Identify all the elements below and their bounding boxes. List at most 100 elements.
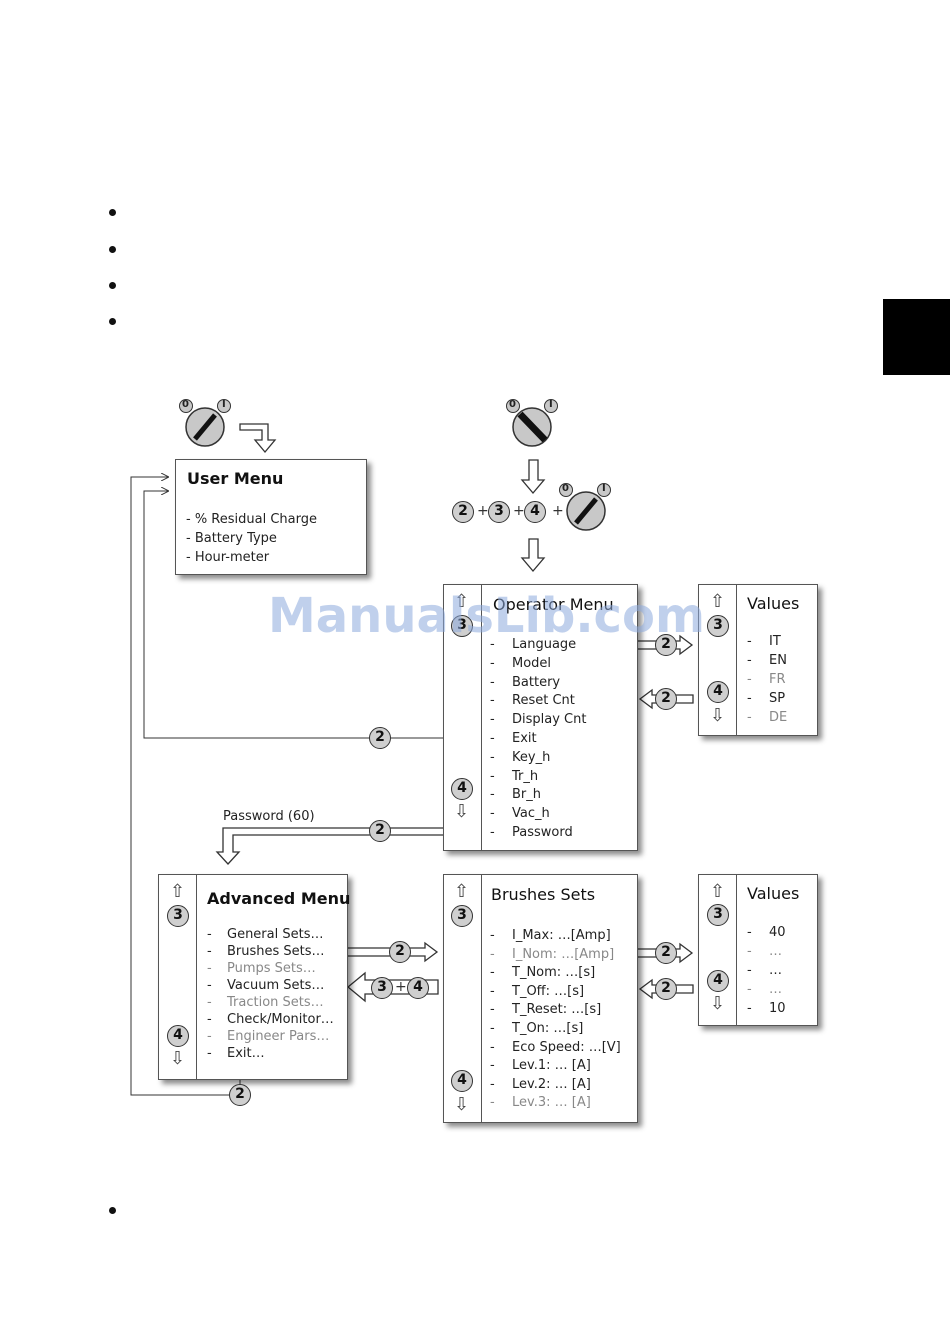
list-item: Exit: [512, 731, 537, 746]
operator-menu-title: Operator Menu: [493, 595, 614, 614]
key-switch-icon-1: [179, 399, 231, 447]
list-item-dash: -: [747, 982, 752, 997]
list-item: T_Reset: …[s]: [512, 1002, 602, 1018]
up-arrow-icon: ⇧: [710, 591, 726, 612]
list-item-dash: -: [490, 712, 495, 728]
list-item-dash: -: [207, 1046, 212, 1061]
up-arrow-icon: ⇧: [710, 881, 726, 902]
values-title: Values: [747, 594, 800, 613]
list-item: Display Cnt: [512, 712, 587, 728]
list-item: Pumps Sets…: [227, 961, 316, 976]
list-item-dash: -: [747, 634, 752, 649]
list-item: Password: [512, 825, 573, 840]
list-item: Vac_h: [512, 806, 550, 822]
list-item-dash: -: [490, 983, 495, 999]
list-item-dash: -: [207, 944, 212, 959]
brushes-sets-title: Brushes Sets: [491, 885, 596, 904]
list-item-dash: -: [490, 749, 495, 765]
bullet-2: [109, 246, 116, 253]
user-menu-box: User Menu - % Residual Charge - Battery …: [175, 459, 367, 575]
up-key-badge: 3: [451, 615, 473, 637]
list-item-dash: -: [207, 978, 212, 993]
key-on-label-1: I: [222, 399, 226, 410]
up-key-badge: 3: [707, 615, 729, 637]
list-item: 40: [769, 925, 786, 940]
list-item-dash: -: [207, 1012, 212, 1027]
advanced-menu-title: Advanced Menu: [207, 889, 351, 908]
list-item: Brushes Sets…: [227, 944, 325, 959]
list-item: EN: [769, 653, 787, 668]
list-item-dash: -: [490, 1039, 495, 1055]
password-key-badge: 2: [369, 820, 391, 842]
list-item-dash: -: [490, 825, 495, 840]
operator-menu-box: ⇧ 3 4 ⇩ Operator Menu -Language-Model-Ba…: [443, 584, 638, 851]
down-arrow-1: [520, 459, 546, 495]
down-arrow-icon: ⇩: [454, 1094, 470, 1115]
list-item-dash: -: [747, 1001, 752, 1016]
brushes-sets-box: ⇧ 3 4 ⇩ Brushes Sets -I_Max: …[Amp]-I_No…: [443, 874, 638, 1123]
values-box-2: ⇧ 3 4 ⇩ Values -40-…-…-…-10: [698, 874, 818, 1026]
user-menu-item: - Battery Type: [186, 531, 277, 546]
list-item: DE: [769, 710, 788, 725]
list-item: General Sets…: [227, 927, 324, 942]
key-on-label-3: I: [602, 483, 606, 494]
list-item: Engineer Pars…: [227, 1029, 330, 1044]
list-item: Lev.1: … [A]: [512, 1058, 591, 1074]
list-item-dash: -: [207, 995, 212, 1010]
list-item: Model: [512, 655, 552, 671]
to-user-menu-arrow: [239, 423, 277, 454]
combo-key-4: 4: [524, 501, 546, 523]
list-item: Vacuum Sets…: [227, 978, 325, 993]
up-arrow-icon: ⇧: [170, 881, 186, 902]
list-item: Traction Sets…: [227, 995, 324, 1010]
list-item-dash: -: [490, 637, 495, 652]
watermark: ManualsLib.com: [268, 588, 705, 644]
list-item: I_Nom: …[Amp]: [512, 946, 615, 962]
list-item: Reset Cnt: [512, 693, 575, 709]
list-item-dash: -: [490, 787, 495, 803]
key-switch-icon-3: [559, 483, 611, 531]
combo-plus-3: +: [552, 503, 564, 519]
list-item-dash: -: [490, 1076, 495, 1092]
list-item: Language: [512, 637, 577, 652]
down-key-badge: 4: [451, 1070, 473, 1092]
list-item-dash: -: [490, 674, 495, 690]
down-arrow-2: [520, 538, 546, 573]
enter-key-badge: 2: [655, 942, 677, 964]
list-item-dash: -: [490, 965, 495, 981]
back-combo-key-4: 4: [407, 977, 429, 999]
back-combo-key-3: 3: [371, 977, 393, 999]
list-item: T_Nom: …[s]: [512, 965, 596, 981]
user-menu-title: User Menu: [187, 469, 284, 488]
list-item-dash: -: [490, 928, 495, 943]
list-item: …: [769, 982, 782, 997]
bullet-3: [109, 282, 116, 289]
list-item: T_On: …[s]: [512, 1021, 584, 1036]
list-item: Key_h: [512, 749, 551, 765]
list-item-dash: -: [490, 946, 495, 962]
list-item-dash: -: [490, 655, 495, 671]
down-key-badge: 4: [707, 681, 729, 703]
list-item-dash: -: [747, 672, 752, 687]
combo-plus-1: +: [477, 503, 489, 519]
down-key-badge: 4: [167, 1025, 189, 1047]
list-item: IT: [769, 634, 781, 649]
up-key-badge: 3: [451, 905, 473, 927]
down-key-badge: 4: [451, 778, 473, 800]
list-item: Lev.2: … [A]: [512, 1076, 591, 1092]
combo-plus: +: [395, 979, 407, 995]
list-item: …: [769, 944, 782, 959]
key-switch-icon-2: [506, 399, 558, 447]
list-item-dash: -: [490, 731, 495, 746]
key-off-label-1: 0: [182, 399, 189, 410]
list-item: Tr_h: [512, 768, 539, 784]
combo-key-3: 3: [488, 501, 510, 523]
down-arrow-icon: ⇩: [454, 801, 470, 822]
list-item-dash: -: [747, 925, 752, 940]
list-item: SP: [769, 691, 786, 706]
list-item-dash: -: [207, 927, 212, 942]
list-item: Br_h: [512, 787, 542, 803]
user-menu-item: - Hour-meter: [186, 550, 270, 565]
enter-key-badge: 2: [389, 941, 411, 963]
list-item: Exit…: [227, 1046, 265, 1061]
